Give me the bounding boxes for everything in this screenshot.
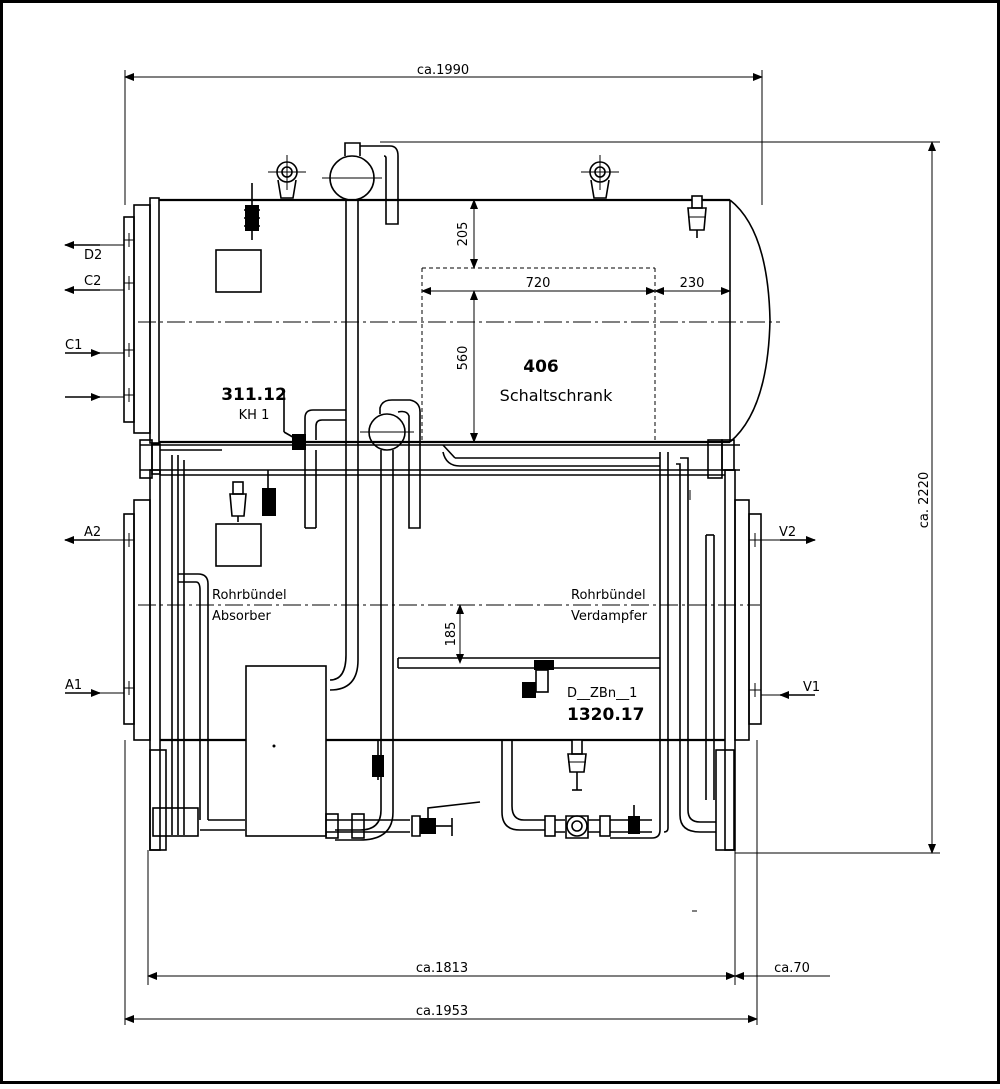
dim-text-1953: ca.1953: [416, 1004, 468, 1019]
lower-pipe-network: [325, 740, 481, 839]
top-vent-right: [687, 195, 707, 238]
lifting-eye-left: [268, 155, 306, 199]
port-c1: C1: [65, 338, 124, 357]
port-v2: V2: [761, 525, 816, 544]
lower-valves-left: [229, 470, 276, 522]
lower-box: [245, 665, 327, 837]
dim-720-230: 720 230: [421, 267, 731, 442]
dim-text-70: ca.70: [774, 961, 810, 976]
dim-185: 185: [444, 604, 464, 664]
dim-text-560: 560: [456, 346, 471, 371]
left-pipes: [160, 449, 245, 835]
dimension-overall-height: ca. 2220: [380, 141, 940, 854]
upper-vessel: [123, 197, 780, 444]
port-label-a2: A2: [84, 525, 101, 540]
lower-vessel: [123, 469, 762, 851]
bundle-left-line1: Rohrbündel: [212, 588, 287, 603]
port-v1: V1: [761, 680, 820, 699]
bundle-right-line2: Verdampfer: [571, 609, 648, 624]
middle-belt: [139, 439, 740, 479]
dim-text-230: 230: [680, 276, 705, 291]
dim-text-205: 205: [456, 222, 471, 247]
port-a1: A1: [65, 678, 124, 697]
dim-205: 205: [456, 199, 478, 269]
dim-text-1813: ca.1813: [416, 961, 468, 976]
level-rod: [397, 657, 660, 698]
cabinet-name: Schaltschrank: [500, 386, 613, 405]
port-label-d2: D2: [84, 248, 102, 263]
tag-1320-17: 1320.17: [567, 705, 644, 725]
port-label-a1: A1: [65, 678, 82, 693]
bottom-right-fittings: [501, 739, 652, 839]
bundle-right-line1: Rohrbündel: [571, 588, 646, 603]
right-pipes: [610, 452, 716, 839]
port-label-v2: V2: [779, 525, 796, 540]
port-c2: C2: [64, 274, 124, 294]
dim-text-185: 185: [444, 622, 459, 647]
bundle-left-line2: Absorber: [212, 609, 271, 624]
tag-dzbn: D__ZBn__1: [567, 686, 637, 701]
port-label-c2: C2: [84, 274, 101, 289]
dim-560: 560: [456, 290, 478, 443]
port-label-v1: V1: [803, 680, 820, 695]
port-d2: D2: [64, 241, 124, 263]
cabinet-number: 406: [523, 357, 559, 377]
dim-text-1990: ca.1990: [417, 63, 469, 78]
dim-text-2220: ca. 2220: [917, 472, 932, 528]
dimension-overall-width-top: ca.1990: [124, 63, 763, 205]
tag-311-12: 311.12: [221, 385, 287, 405]
port-label-c1: C1: [65, 338, 82, 353]
dim-text-720: 720: [526, 276, 551, 291]
dimension-bottom: ca.1813 ca.70 ca.1953: [124, 740, 830, 1025]
port-a2: A2: [64, 525, 124, 544]
mid-ball-assembly: [335, 399, 421, 841]
top-valve-left: [244, 183, 260, 240]
tag-kh1: KH 1: [239, 408, 270, 423]
valve-311: [283, 392, 346, 529]
top-pipe-assembly: [322, 142, 399, 691]
lifting-eye-right: [581, 155, 619, 199]
